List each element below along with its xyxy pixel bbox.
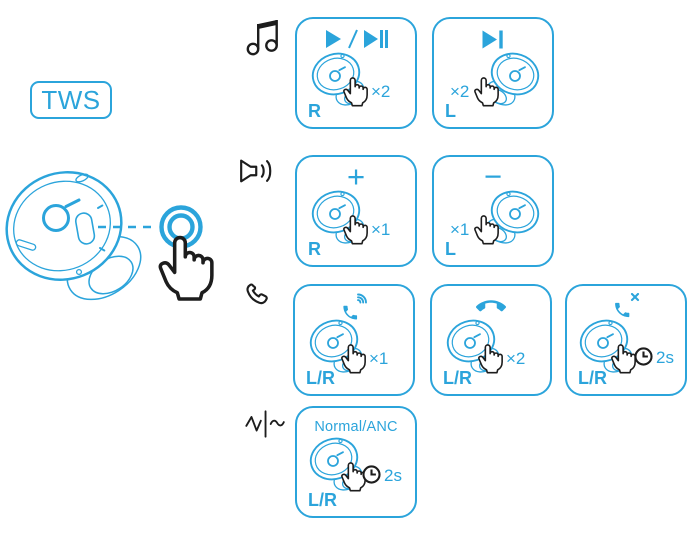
- tap-hand-icon: [339, 342, 367, 374]
- control-card-volume-up: + ×1 R: [295, 155, 417, 267]
- side-label: L/R: [308, 490, 337, 510]
- volume-down-label: −: [483, 159, 503, 194]
- tap-hand-icon: [341, 213, 369, 245]
- tap-hand-icon: [472, 75, 500, 107]
- tws-badge: TWS: [30, 81, 112, 119]
- side-label: R: [308, 101, 321, 121]
- incoming-call-icon: [295, 291, 413, 321]
- tap-hand-icon: [154, 231, 216, 302]
- play-pause-icon: [297, 24, 415, 54]
- earbud-illustration: [5, 171, 142, 301]
- reject-call-icon: [567, 291, 685, 321]
- control-card-play-pause: ×2 R: [295, 17, 417, 129]
- sound-mode-icon: [245, 410, 285, 438]
- music-notes-icon: [246, 20, 278, 56]
- clock-icon: [361, 464, 382, 485]
- tap-count: ×1: [371, 220, 391, 239]
- hold-duration: 2s: [384, 466, 402, 485]
- tap-count: ×1: [450, 220, 470, 239]
- side-label: L/R: [443, 368, 472, 388]
- control-card-mode-switch: Normal/ANC 2s L/R: [295, 406, 417, 518]
- side-label: L: [445, 239, 456, 259]
- phone-icon: [246, 283, 268, 305]
- side-label: L: [445, 101, 456, 121]
- tap-count: ×2: [450, 82, 470, 101]
- dashed-connector: [98, 225, 154, 229]
- tap-hand-icon: [476, 342, 504, 374]
- side-label: L/R: [578, 368, 607, 388]
- side-label: L/R: [306, 368, 335, 388]
- volume-icon: [240, 159, 272, 183]
- control-card-end-call: ×2 L/R: [430, 284, 552, 396]
- tap-hand-icon: [341, 75, 369, 107]
- tap-count: ×2: [371, 82, 391, 101]
- tap-count: ×2: [506, 349, 526, 368]
- clock-icon: [633, 346, 654, 367]
- end-call-icon: [432, 291, 550, 321]
- control-card-reject-call: 2s L/R: [565, 284, 687, 396]
- control-card-answer-call: ×1 L/R: [293, 284, 415, 396]
- side-label: R: [308, 239, 321, 259]
- control-card-volume-down: − ×1 L: [432, 155, 554, 267]
- control-card-next-track: ×2 L: [432, 17, 554, 129]
- mode-switch-label: Normal/ANC: [314, 419, 398, 435]
- tap-hand-icon: [472, 213, 500, 245]
- next-track-icon: [434, 24, 552, 54]
- tap-count: ×1: [369, 349, 389, 368]
- volume-up-label: +: [346, 159, 366, 194]
- tws-badge-label: TWS: [41, 84, 101, 115]
- hold-duration: 2s: [656, 348, 674, 367]
